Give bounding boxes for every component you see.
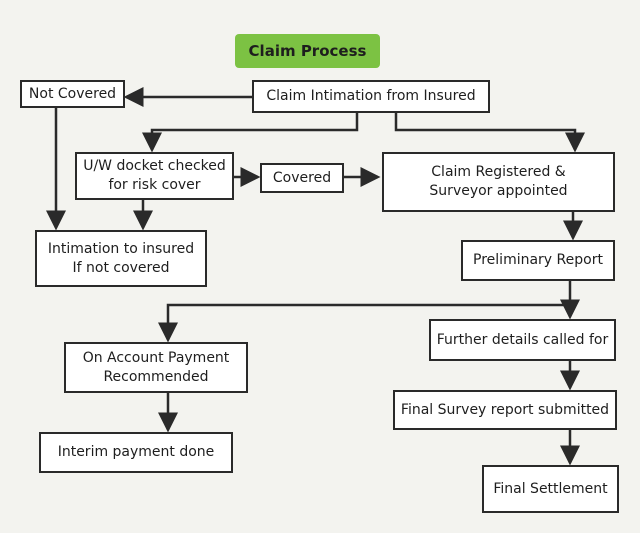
node-uw-docket-check: U/W docket checked for risk cover	[75, 152, 234, 200]
node-further-details: Further details called for	[429, 319, 616, 361]
node-claim-registered: Claim Registered & Surveyor appointed	[382, 152, 615, 212]
node-final-survey-report: Final Survey report submitted	[393, 390, 617, 430]
node-on-account-payment: On Account Payment Recommended	[64, 342, 248, 393]
arrow-preliminary-report-to-on-account-payment	[158, 303, 570, 343]
node-covered: Covered	[260, 163, 344, 193]
diagram-title: Claim Process	[235, 34, 380, 68]
arrow-intimation-to-uw-docket	[142, 113, 359, 153]
node-interim-payment: Interim payment done	[39, 432, 233, 473]
node-claim-intimation: Claim Intimation from Insured	[252, 80, 490, 113]
node-preliminary-report: Preliminary Report	[461, 240, 615, 281]
node-intimation-to-insured: Intimation to insured If not covered	[35, 230, 207, 287]
node-final-settlement: Final Settlement	[482, 465, 619, 513]
arrow-intimation-to-claim-registered	[394, 113, 585, 153]
node-not-covered: Not Covered	[20, 80, 125, 108]
